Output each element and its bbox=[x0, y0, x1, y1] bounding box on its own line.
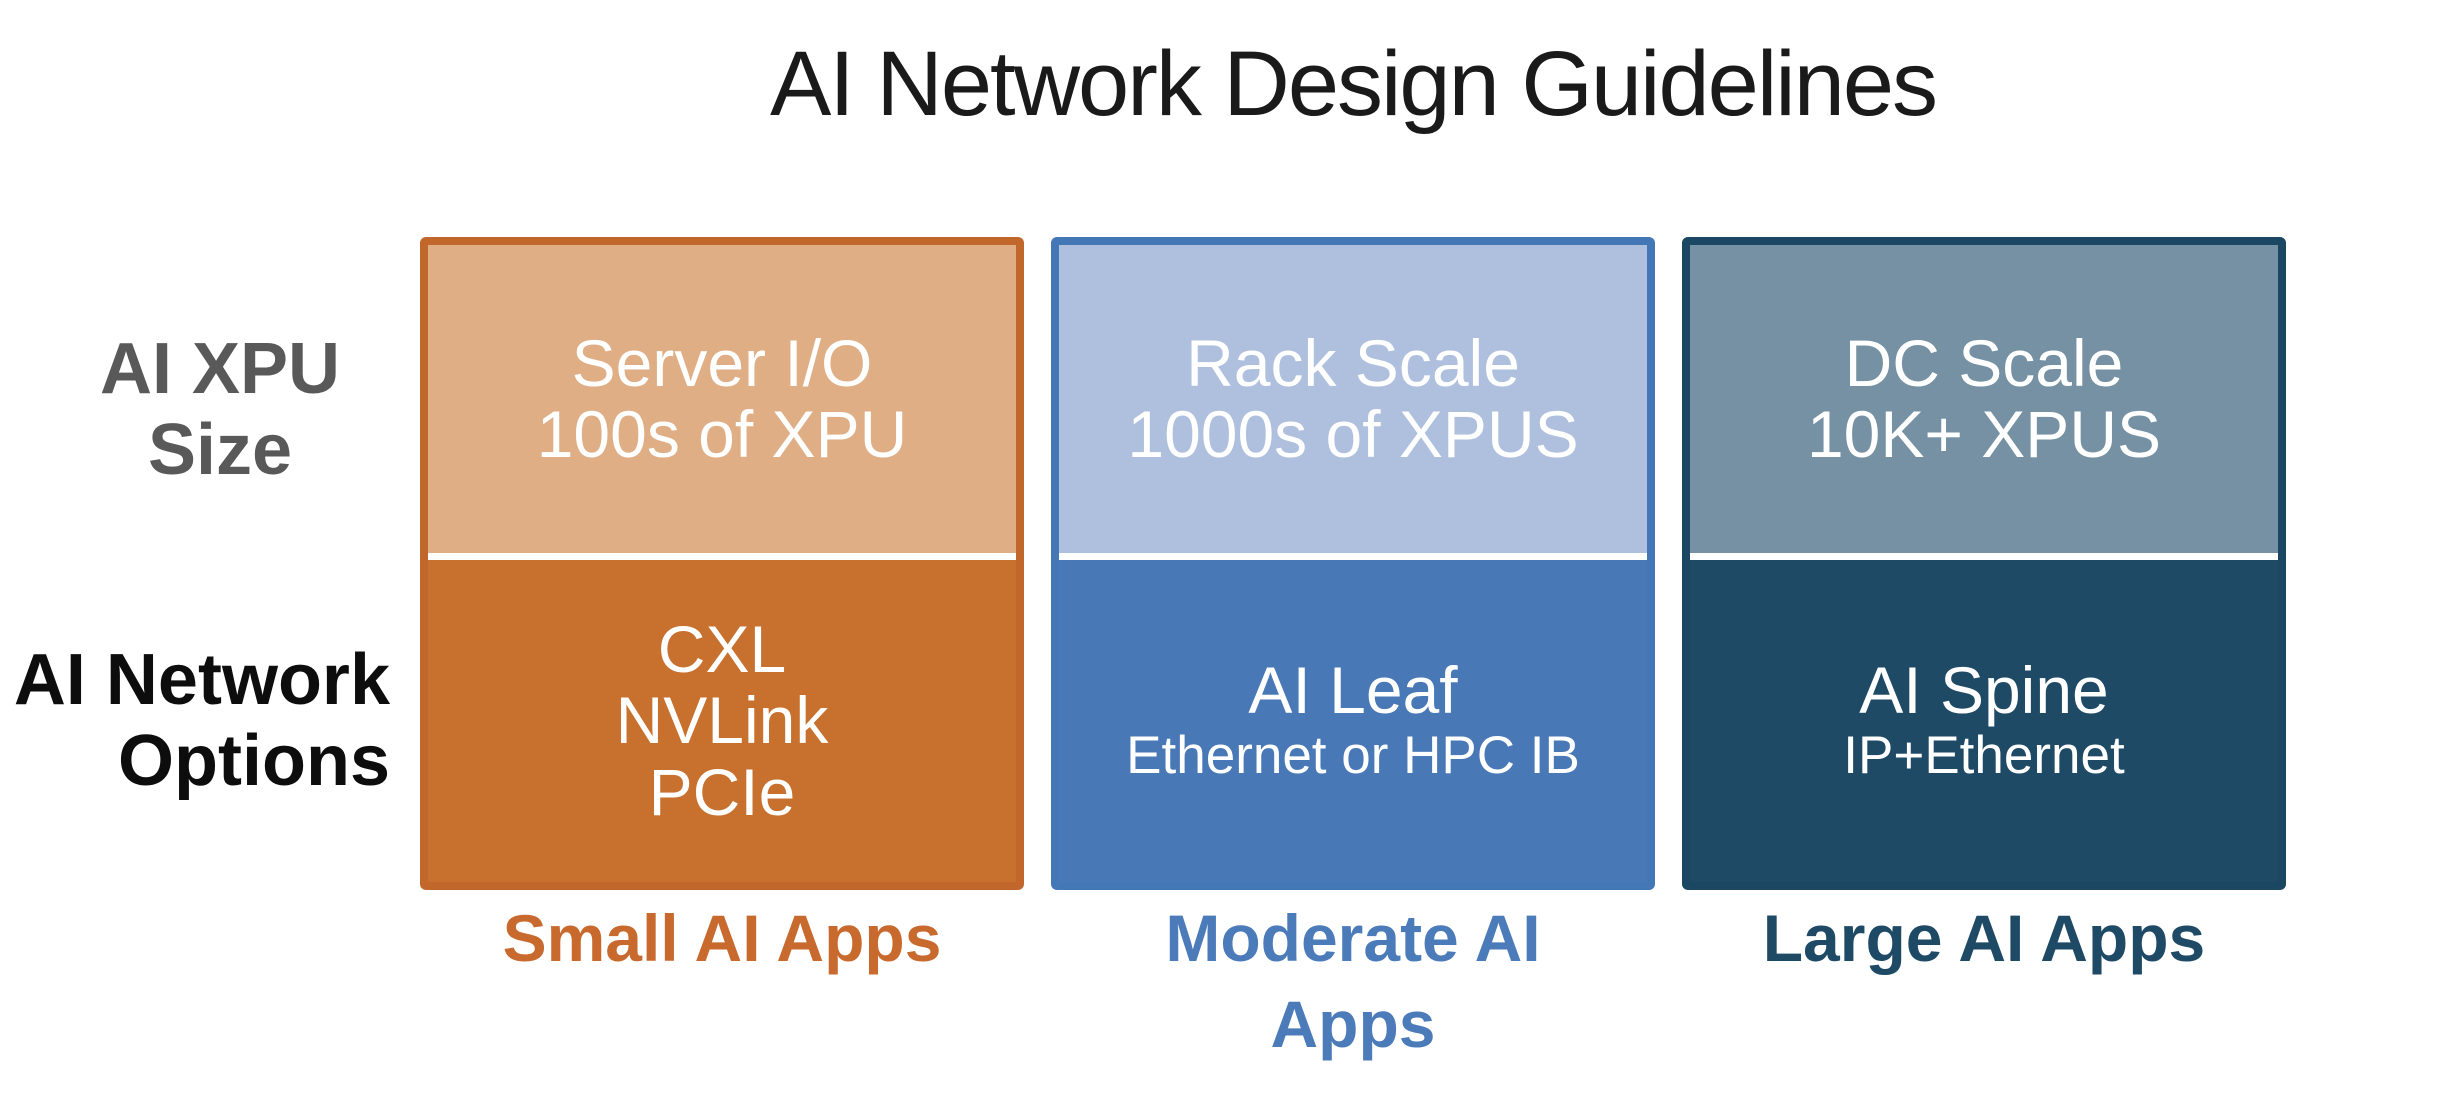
page-title: AI Network Design Guidelines bbox=[769, 33, 1938, 135]
large-ai-network-option-1: AI Spine bbox=[1859, 652, 2109, 727]
small-ai-network-option-2: NVLink bbox=[615, 683, 829, 758]
moderate-ai-divider bbox=[1059, 553, 1647, 560]
large-ai-divider bbox=[1690, 553, 2278, 560]
footer-label-large-ai-apps: Large AI Apps bbox=[1762, 901, 2206, 975]
footer-labels-row: Small AI Apps Moderate AI Apps Large AI … bbox=[420, 896, 2286, 1068]
large-ai-xpu-size-line2: 10K+ XPUS bbox=[1806, 397, 2162, 471]
column-small-ai-apps: Server I/O 100s of XPU CXL NVLink PCIe bbox=[420, 237, 1024, 890]
small-ai-network-option-1: CXL bbox=[657, 612, 787, 687]
moderate-ai-network-options-box: AI Leaf Ethernet or HPC IB bbox=[1059, 560, 1647, 882]
column-moderate-ai-apps: Rack Scale 1000s of XPUS AI Leaf Etherne… bbox=[1051, 237, 1655, 890]
small-ai-xpu-size-box: Server I/O 100s of XPU bbox=[428, 245, 1016, 553]
large-ai-network-option-detail: IP+Ethernet bbox=[1843, 726, 2125, 786]
row-label-ai-network-options: AI Network Options bbox=[13, 640, 390, 801]
moderate-ai-xpu-size-line1: Rack Scale bbox=[1186, 325, 1520, 400]
moderate-ai-network-option-1: AI Leaf bbox=[1248, 652, 1458, 727]
moderate-ai-xpu-size-line2: 1000s of XPUS bbox=[1127, 397, 1579, 471]
column-large-ai-apps: DC Scale 10K+ XPUS AI Spine IP+Ethernet bbox=[1682, 237, 2286, 890]
footer-label-small-ai-apps: Small AI Apps bbox=[502, 901, 942, 975]
small-ai-divider bbox=[428, 553, 1016, 560]
large-ai-network-options-box: AI Spine IP+Ethernet bbox=[1690, 560, 2278, 882]
moderate-ai-network-option-detail: Ethernet or HPC IB bbox=[1126, 726, 1580, 786]
small-ai-xpu-size-line2: 100s of XPU bbox=[536, 397, 908, 471]
row-label-ai-xpu-size: AI XPU Size bbox=[99, 329, 341, 490]
moderate-ai-xpu-size-box: Rack Scale 1000s of XPUS bbox=[1059, 245, 1647, 553]
small-ai-xpu-size-line1: Server I/O bbox=[571, 325, 873, 400]
small-ai-network-option-3: PCIe bbox=[648, 754, 796, 829]
footer-label-moderate-ai-apps: Moderate AI Apps bbox=[1165, 901, 1541, 1061]
large-ai-xpu-size-box: DC Scale 10K+ XPUS bbox=[1690, 245, 2278, 553]
small-ai-network-options-box: CXL NVLink PCIe bbox=[428, 560, 1016, 882]
columns-container: Server I/O 100s of XPU CXL NVLink PCIe R… bbox=[420, 237, 2286, 890]
large-ai-xpu-size-line1: DC Scale bbox=[1844, 325, 2124, 400]
